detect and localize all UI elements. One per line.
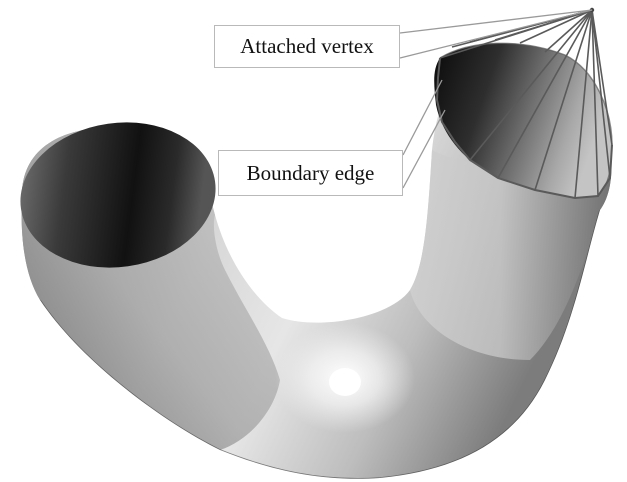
attached-vertex-leader-upper <box>400 10 592 33</box>
attached-vertex-label: Attached vertex <box>214 25 400 68</box>
boundary-edge-label: Boundary edge <box>218 150 403 196</box>
